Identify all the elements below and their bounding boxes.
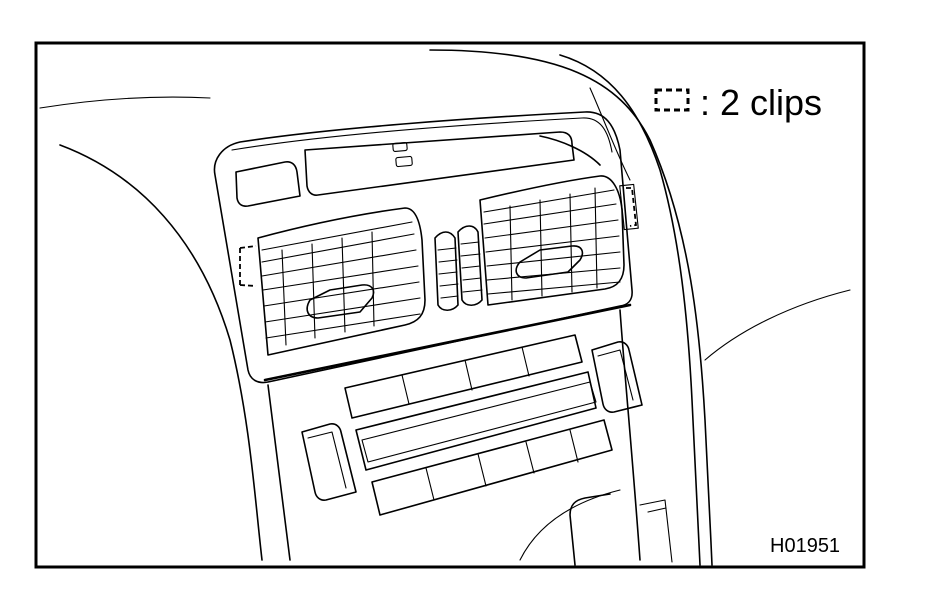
lower-console (267, 309, 673, 566)
vent-lower-trim (263, 303, 632, 382)
hazard-button (235, 161, 301, 207)
legend-label: : 2 clips (700, 82, 822, 123)
figure-code: H01951 (770, 535, 840, 557)
center-cluster-bezel (213, 111, 633, 384)
clock-display (304, 131, 601, 196)
audio-control-buttons (301, 334, 643, 516)
right-air-vent (479, 175, 639, 306)
left-air-vent (239, 207, 426, 356)
dashboard-outline (39, 49, 851, 566)
figure-frame (34, 41, 866, 569)
vent-thumbwheels (434, 225, 483, 312)
dashed-clip-icon (654, 88, 690, 112)
clip-legend: : 2 clips (654, 82, 822, 123)
